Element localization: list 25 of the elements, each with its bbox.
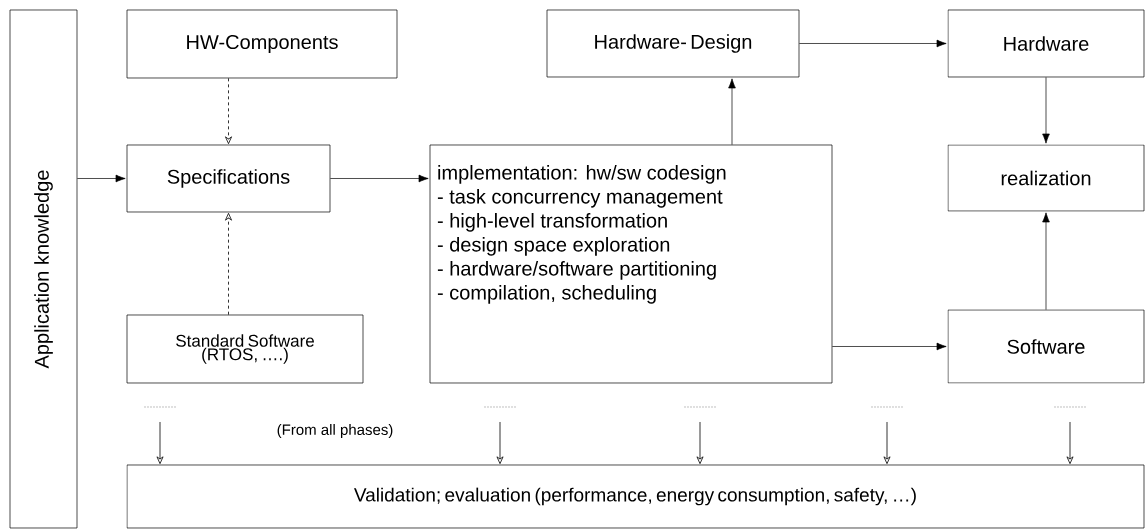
process-box: implementation: hw/sw codesign - task concurrency management - high-level transformation - design space exploration - hardware/software partitioning - compilation, scheduling <box>429 144 833 384</box>
arrow <box>225 212 232 316</box>
arrow <box>1053 406 1087 465</box>
arrow <box>728 78 736 145</box>
arrow <box>683 406 717 465</box>
result-box: Hardware <box>947 9 1145 78</box>
arrow <box>832 342 947 351</box>
arrow <box>799 39 947 48</box>
arrow <box>225 77 232 145</box>
side-band: Application knowledge <box>9 9 78 529</box>
arrow <box>1042 77 1050 144</box>
arrow <box>483 406 517 465</box>
arrow <box>143 406 177 465</box>
arrow <box>1042 212 1050 310</box>
component-box: HW-Components <box>126 9 398 79</box>
note-text: (From all phases) <box>277 424 393 438</box>
arrow <box>77 174 126 183</box>
result-box: Software <box>947 309 1145 384</box>
process-box: Specifications <box>126 144 331 213</box>
software-box: Standard Software (RTOS, ….) <box>126 314 364 384</box>
process-box: Hardware- Design <box>546 9 800 78</box>
validation-box: Validation; evaluation (performance, energy consumption, safety, …) <box>126 464 1145 529</box>
arrow <box>870 406 904 465</box>
process-box: realization <box>947 144 1145 212</box>
arrow <box>330 174 429 183</box>
